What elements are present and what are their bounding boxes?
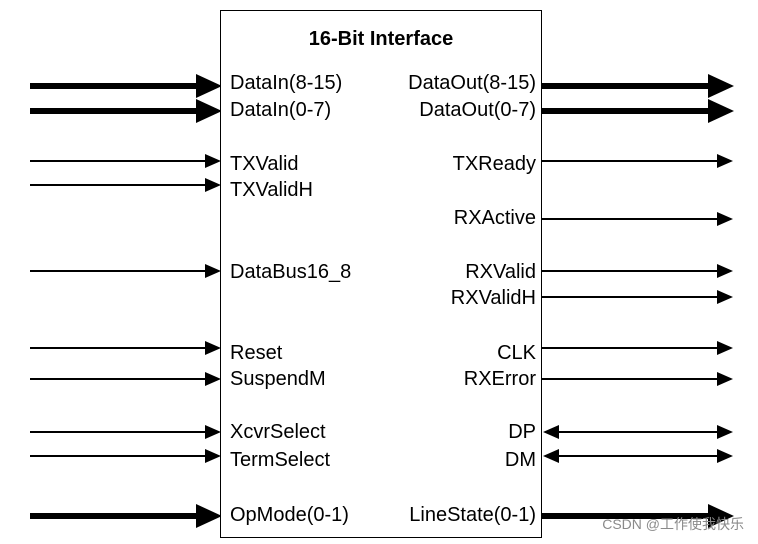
output-label-dm: DM — [504, 449, 536, 471]
input-label-termselect: TermSelect — [230, 449, 331, 471]
output-label-linestate: LineState(0-1) — [409, 504, 536, 526]
arrow-opmode — [30, 504, 222, 528]
arrow-datain-0-7 — [30, 99, 222, 123]
arrow-txvalid — [30, 154, 221, 168]
input-label-datain-8-15: DataIn(8-15) — [230, 72, 343, 94]
arrow-xcvrselect — [30, 425, 221, 439]
arrow-rxerror — [542, 372, 733, 386]
arrow-termselect — [30, 449, 221, 463]
arrow-dataout-0-7 — [542, 99, 734, 123]
output-label-txready: TXReady — [452, 153, 536, 175]
arrow-rxvalidh — [542, 290, 733, 304]
arrow-rxvalid — [542, 264, 733, 278]
arrow-linestate — [542, 504, 734, 528]
output-label-dataout-0-7: DataOut(0-7) — [419, 99, 536, 121]
output-label-rxerror: RXError — [463, 368, 536, 390]
output-label-rxvalid: RXValid — [465, 261, 536, 283]
input-label-opmode: OpMode(0-1) — [230, 504, 349, 526]
output-label-rxactive: RXActive — [453, 207, 536, 229]
output-label-dp: DP — [508, 421, 536, 443]
input-label-datain-0-7: DataIn(0-7) — [230, 99, 332, 121]
watermark: CSDN @工作使我快乐 — [602, 516, 744, 532]
output-label-dataout-8-15: DataOut(8-15) — [408, 72, 536, 94]
arrow-clk — [542, 341, 733, 355]
arrow-databus16-8 — [30, 264, 221, 278]
input-label-xcvrselect: XcvrSelect — [230, 421, 326, 443]
interface-block — [220, 10, 542, 538]
arrow-dm-bidirectional — [543, 449, 733, 463]
output-label-rxvalidh: RXValidH — [450, 287, 536, 309]
block-title: 16-Bit Interface — [308, 28, 454, 50]
arrow-suspendm — [30, 372, 221, 386]
arrow-txvalidh — [30, 178, 221, 192]
output-label-clk: CLK — [497, 342, 536, 364]
arrow-reset — [30, 341, 221, 355]
arrow-dataout-8-15 — [542, 74, 734, 98]
arrow-datain-8-15 — [30, 74, 222, 98]
input-label-txvalidh: TXValidH — [230, 179, 313, 201]
input-label-databus16-8: DataBus16_8 — [230, 261, 352, 283]
arrow-dp-bidirectional — [543, 425, 733, 439]
input-label-txvalid: TXValid — [230, 153, 299, 175]
arrow-txready — [542, 154, 733, 168]
input-label-reset: Reset — [230, 342, 283, 364]
arrow-rxactive — [542, 212, 733, 226]
input-label-suspendm: SuspendM — [230, 368, 326, 390]
